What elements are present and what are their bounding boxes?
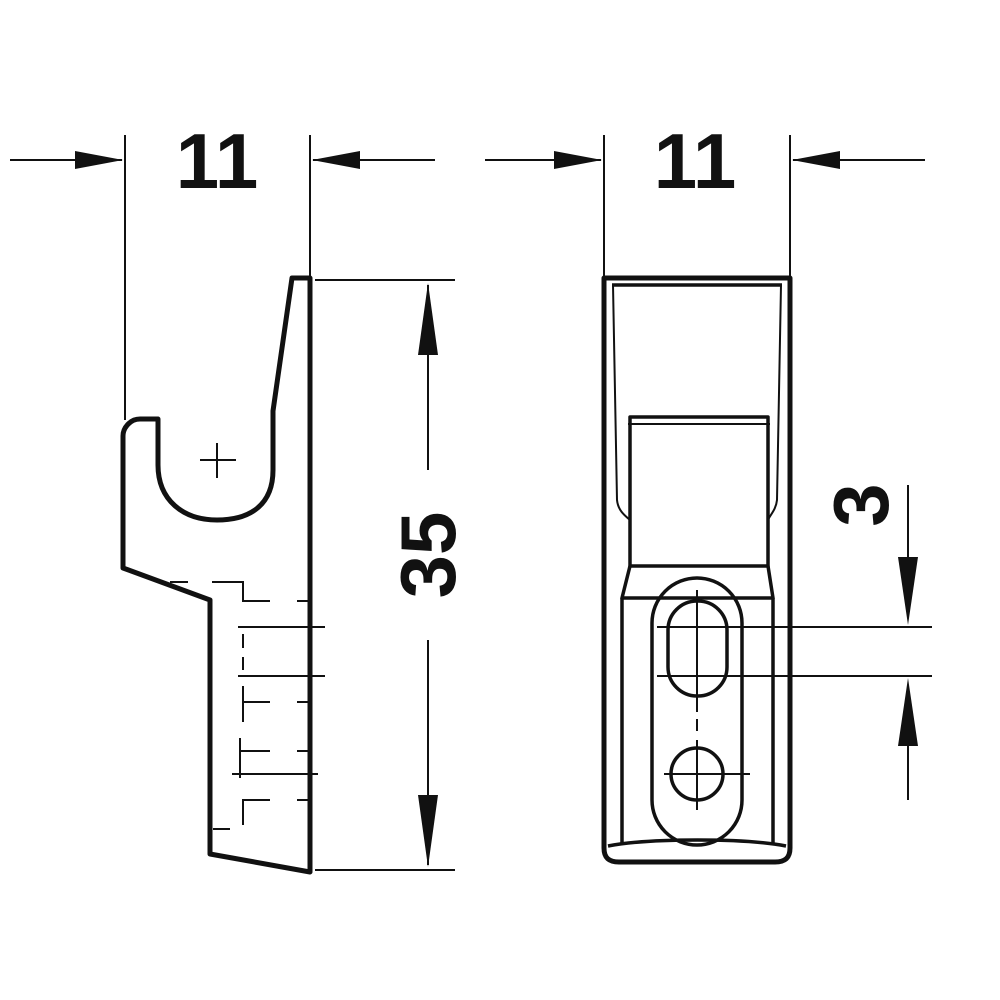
side-width-label: 11 (176, 117, 258, 205)
side-height-label: 35 (384, 512, 472, 599)
side-height-dimension: 35 (315, 279, 472, 871)
arrow-up-icon (898, 678, 918, 746)
front-width-dimension: 11 (485, 117, 925, 278)
slot-outer-outline (650, 576, 744, 847)
slot-adjustment-label: 3 (817, 483, 905, 526)
arrow-left-icon (312, 151, 360, 169)
front-view: 11 3 (485, 117, 932, 865)
hook-center-crosshair (200, 443, 236, 478)
arrow-up-icon (418, 283, 438, 355)
bottom-lip (607, 838, 787, 848)
side-view-outline (120, 275, 313, 875)
arrow-down-icon (418, 795, 438, 867)
arrow-right-icon (554, 151, 602, 169)
side-view: 11 35 (10, 117, 472, 875)
hidden-lines (170, 581, 325, 830)
arrow-down-icon (898, 557, 918, 625)
upper-side-right (767, 284, 782, 521)
arrow-right-icon (75, 151, 123, 169)
inner-block (628, 415, 770, 568)
front-view-outline (601, 275, 793, 865)
arrow-left-icon (792, 151, 840, 169)
side-width-dimension: 11 (10, 117, 435, 420)
front-width-label: 11 (654, 117, 736, 205)
slot-adjustment-dimension: 3 (657, 483, 932, 800)
upper-side-left (612, 284, 631, 521)
